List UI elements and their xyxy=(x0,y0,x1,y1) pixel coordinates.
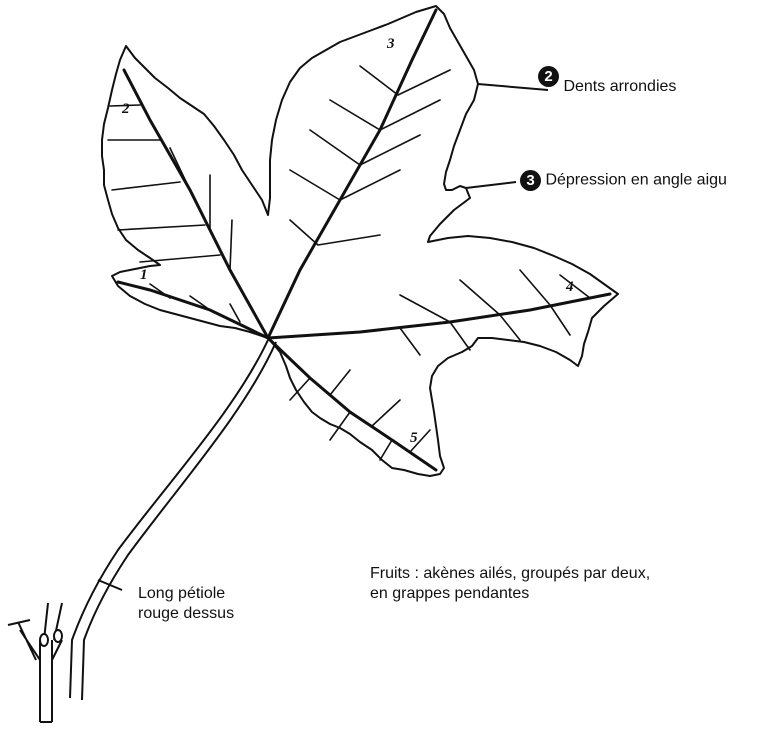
callout-number-badge: 3 xyxy=(520,170,541,191)
leader-line-depression xyxy=(466,182,516,188)
callout-number-badge: 2 xyxy=(538,66,559,87)
callout-petiole-line1: Long pétiole xyxy=(138,584,234,604)
petiole xyxy=(70,340,268,698)
callout-depression: 3 Dépression en angle aigu xyxy=(520,170,727,191)
callout-petiole-line2: rouge dessus xyxy=(138,604,234,624)
leader-line-petiole xyxy=(98,580,122,590)
lobe-number-1: 1 xyxy=(140,267,148,283)
twig xyxy=(8,603,62,722)
callout-fruits-line2: en grappes pendantes xyxy=(370,584,650,604)
twig-bud-2 xyxy=(54,630,62,642)
petiole-inner xyxy=(82,342,276,700)
callout-depression-label: Dépression en angle aigu xyxy=(545,172,726,189)
callout-dents: 2 Dents arrondies xyxy=(538,66,676,87)
callout-petiole: Long pétiole rouge dessus xyxy=(138,584,234,624)
twig-bud xyxy=(40,634,48,646)
lobe-number-3: 3 xyxy=(386,36,395,52)
callout-dents-label: Dents arrondies xyxy=(563,78,676,95)
callout-fruits: Fruits : akènes ailés, groupés par deux,… xyxy=(370,564,650,604)
callout-fruits-line1: Fruits : akènes ailés, groupés par deux, xyxy=(370,564,650,584)
lobe-number-2: 2 xyxy=(121,101,130,117)
lobe-number-5: 5 xyxy=(410,430,418,446)
lobe-number-4: 4 xyxy=(565,279,574,295)
